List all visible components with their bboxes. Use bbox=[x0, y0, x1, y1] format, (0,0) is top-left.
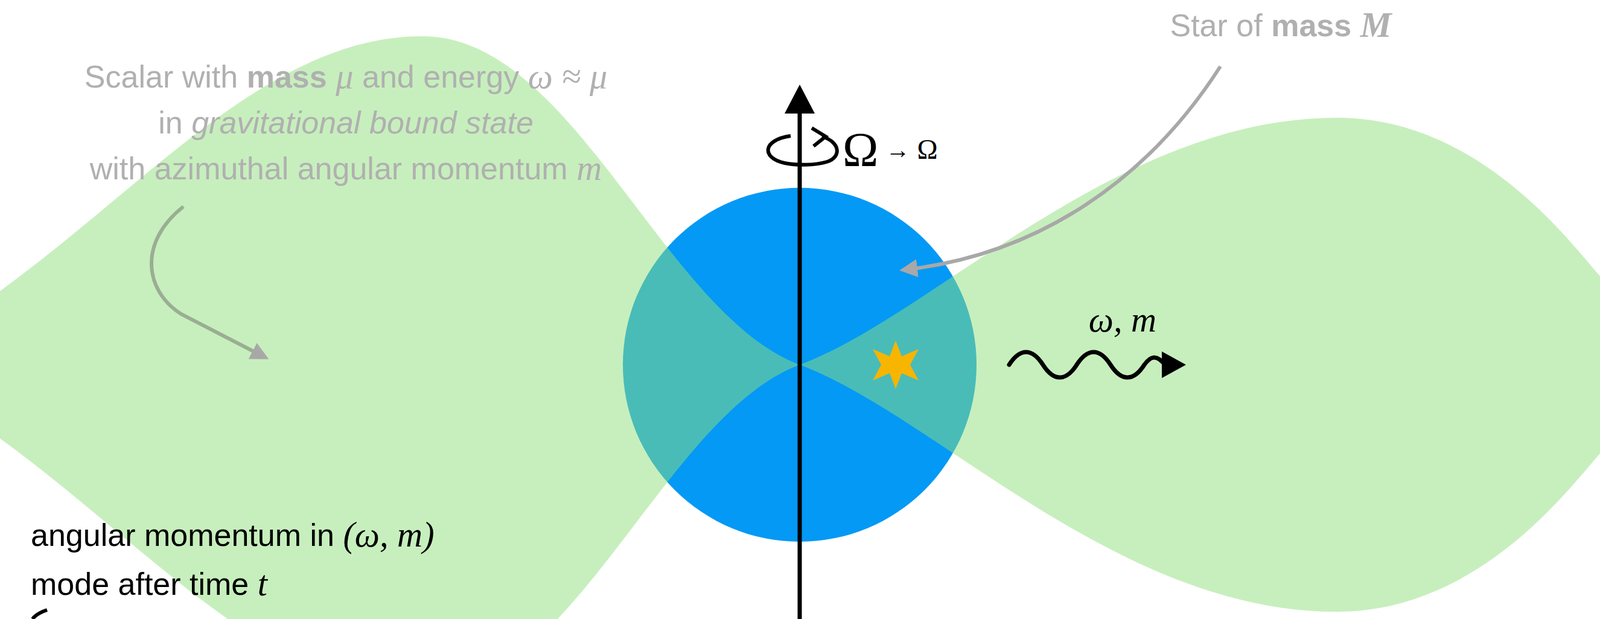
label-text: Star of bbox=[1169, 6, 1263, 45]
text-line: ω, m bbox=[1088, 298, 1157, 342]
text-line: Scalar withmassμand energyω ≈ μ bbox=[84, 55, 608, 98]
label-text: μ bbox=[335, 55, 354, 98]
text-line: with azimuthal angular momentumm bbox=[89, 147, 603, 190]
leader-line bbox=[908, 66, 1221, 270]
leader-line bbox=[151, 206, 261, 355]
label-text: gravitational bound state bbox=[191, 103, 534, 142]
scalar-cloud bbox=[0, 36, 1600, 619]
label-text: Ω bbox=[842, 120, 879, 179]
wave-arrow-head bbox=[1161, 351, 1186, 378]
emitted-wave bbox=[1009, 351, 1165, 378]
text-line: Ω→Ω bbox=[842, 120, 938, 179]
text-line: ingravitational bound state bbox=[158, 103, 534, 142]
label-text: t bbox=[257, 562, 268, 605]
label-text: ω ≈ μ bbox=[528, 55, 608, 98]
label-text: mass bbox=[246, 57, 328, 96]
rotation-arrow-head bbox=[811, 127, 826, 147]
label-text: Scalar with bbox=[84, 57, 238, 96]
text-line: mode after timet bbox=[30, 562, 268, 605]
axis-arrow-head bbox=[784, 84, 815, 114]
rotation-arrow bbox=[768, 135, 838, 165]
rotation-axis bbox=[797, 111, 803, 619]
text-line: angular momentum in(ω, m) bbox=[30, 513, 435, 556]
label-text: ω, m bbox=[1088, 298, 1157, 342]
text-line: Star ofmassM bbox=[1169, 4, 1392, 47]
label-text: angular momentum in bbox=[30, 516, 335, 554]
label-text: Ω bbox=[916, 132, 938, 166]
label-text: → bbox=[885, 135, 910, 165]
label-text: (ω, m) bbox=[342, 513, 434, 556]
label-text: mode after time bbox=[30, 564, 249, 603]
emission-point bbox=[872, 340, 919, 389]
label-text: in bbox=[158, 103, 183, 142]
label-text: m bbox=[576, 147, 602, 190]
label-text: M bbox=[1360, 4, 1392, 47]
label-text: with azimuthal angular momentum bbox=[89, 149, 568, 188]
label-text: mass bbox=[1271, 6, 1352, 45]
label-text: and energy bbox=[362, 57, 520, 96]
partial-arrow bbox=[32, 609, 48, 619]
